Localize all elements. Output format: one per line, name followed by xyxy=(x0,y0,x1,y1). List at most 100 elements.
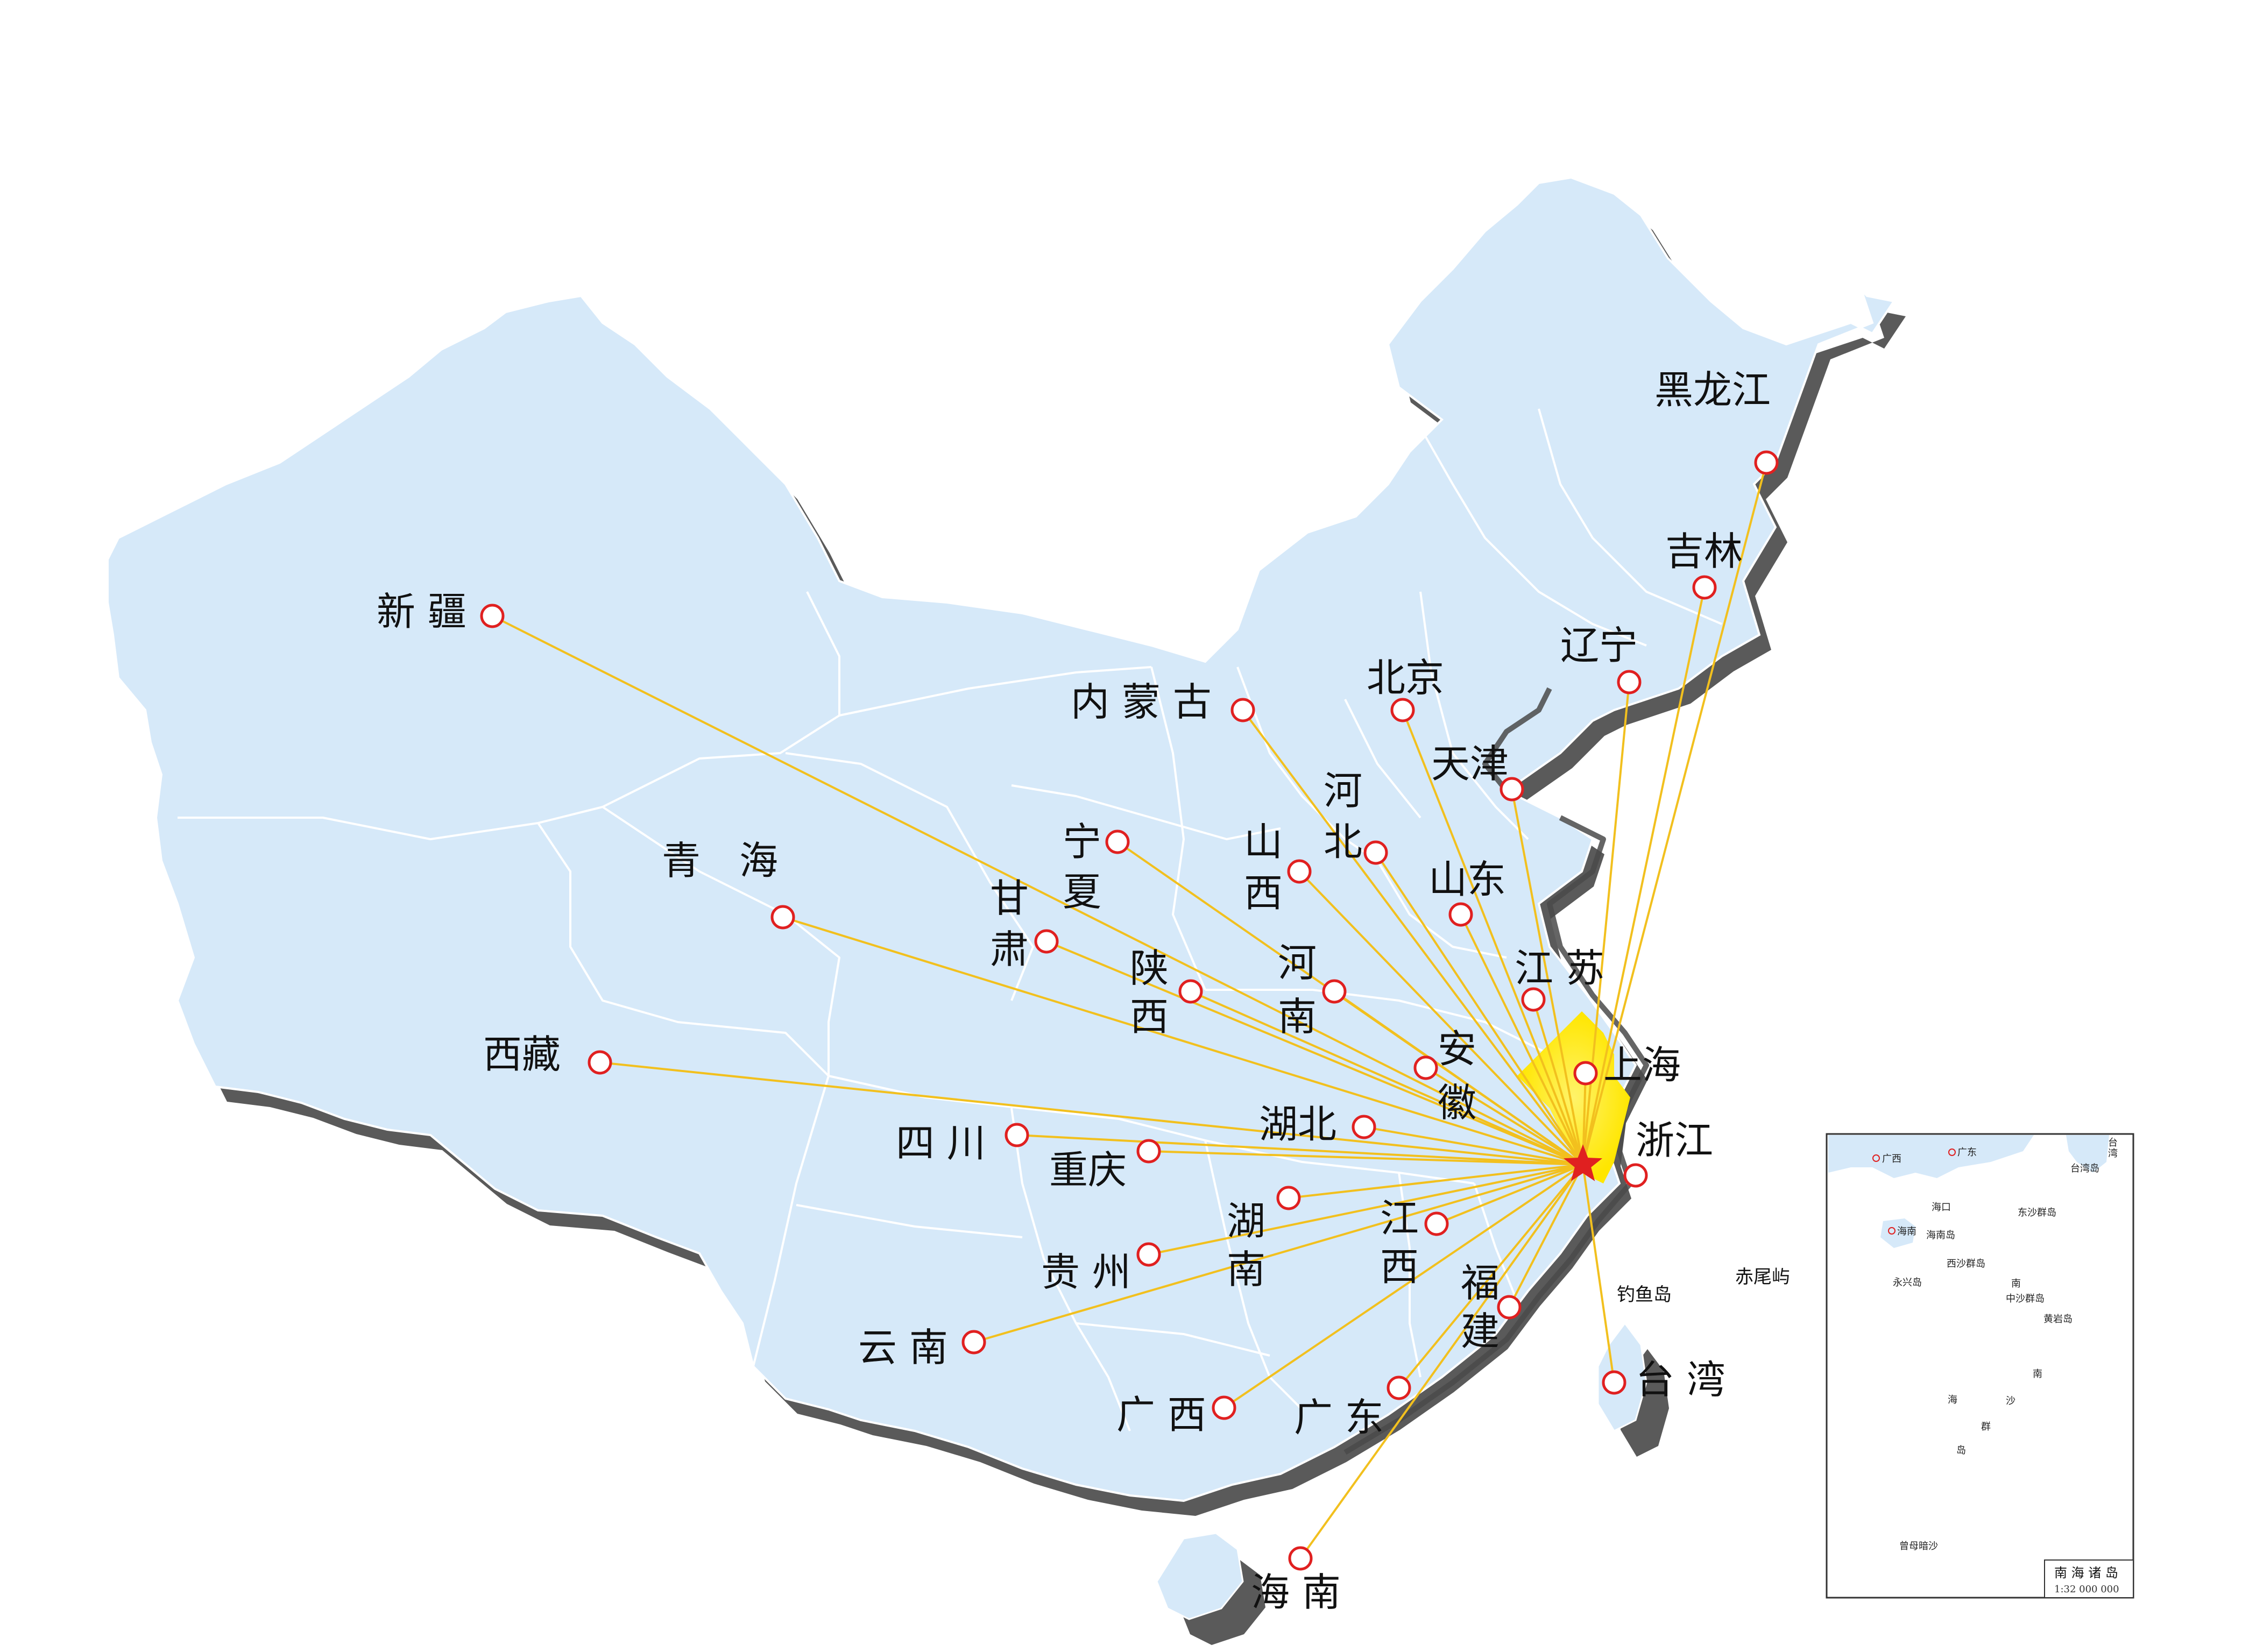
inset-haikou: 海口 xyxy=(1932,1202,1951,1213)
inset-zengmu: 曾母暗沙 xyxy=(1899,1541,1938,1552)
label-hunan: 湖南 xyxy=(1227,1199,1265,1292)
route-shanxi xyxy=(1298,870,1584,1166)
marker-hainan xyxy=(1288,1546,1313,1571)
route-hunan xyxy=(1288,1164,1583,1199)
label-heilongjiang: 黑龙江 xyxy=(1654,367,1771,413)
route-tianjin xyxy=(1511,789,1584,1165)
label-hainan: 海 南 xyxy=(1251,1570,1341,1615)
route-taiwan xyxy=(1582,1164,1615,1383)
label-shanghai: 上海 xyxy=(1603,1043,1681,1088)
label-jiangsu: 江 苏 xyxy=(1515,946,1604,991)
svg-text:南: 南 xyxy=(1227,1247,1265,1292)
route-heilongjiang xyxy=(1582,462,1767,1165)
marker-yunnan xyxy=(961,1330,986,1355)
inset-guangdong: 广东 xyxy=(1957,1147,1977,1158)
route-beijing xyxy=(1402,710,1584,1165)
svg-text:宁: 宁 xyxy=(1063,819,1101,864)
marker-guangxi xyxy=(1212,1395,1236,1420)
svg-text:北: 北 xyxy=(1324,819,1362,864)
label-chiwei: 赤尾屿 xyxy=(1735,1266,1790,1288)
inset-nan: 南 xyxy=(2011,1278,2021,1289)
marker-xizang xyxy=(588,1050,612,1075)
route-yunnan xyxy=(973,1164,1583,1343)
label-sichuan: 四 川 xyxy=(896,1121,986,1166)
label-shanxi: 山西 xyxy=(1244,819,1283,916)
marker-qinghai xyxy=(770,905,795,930)
marker-gansu xyxy=(1034,929,1059,954)
inset-dongsha: 东沙群岛 xyxy=(2018,1207,2056,1218)
label-yunnan: 云 南 xyxy=(858,1325,948,1370)
route-chongqing xyxy=(1148,1150,1583,1166)
label-diaoyu: 钓鱼岛 xyxy=(1617,1284,1672,1306)
inset-taiwan: 台湾 xyxy=(2108,1137,2118,1159)
inset-huangyan: 黄岩岛 xyxy=(2043,1314,2073,1325)
label-neimenggu: 内 蒙 古 xyxy=(1071,679,1212,725)
route-liaoning xyxy=(1582,682,1630,1165)
route-jilin xyxy=(1582,587,1706,1165)
svg-text:夏: 夏 xyxy=(1063,869,1101,914)
marker-hubei xyxy=(1352,1115,1376,1139)
svg-text:西: 西 xyxy=(1244,870,1283,916)
label-shaanxi: 陕西 xyxy=(1130,946,1169,1039)
route-guizhou xyxy=(1148,1164,1583,1256)
route-guangdong xyxy=(1398,1164,1584,1389)
routes xyxy=(492,462,1767,1559)
svg-text:台: 台 xyxy=(2108,1137,2118,1148)
svg-text:湾: 湾 xyxy=(2108,1148,2118,1159)
marker-ningxia xyxy=(1105,829,1130,854)
svg-text:河: 河 xyxy=(1324,768,1362,813)
province-labels: 新 疆 青 海 西藏 甘肃 宁夏 内 蒙 古 北京 天津 河北 山西 山东 陕西… xyxy=(377,367,1790,1615)
marker-jiangsu xyxy=(1521,987,1546,1012)
label-jilin: 吉林 xyxy=(1665,529,1743,574)
marker-tianjin xyxy=(1500,777,1524,802)
marker-guizhou xyxy=(1136,1242,1161,1267)
svg-text:建: 建 xyxy=(1461,1309,1500,1354)
svg-text:徽: 徽 xyxy=(1438,1080,1476,1125)
label-chongqing: 重庆 xyxy=(1049,1147,1127,1193)
label-qinghai: 青 海 xyxy=(662,838,778,883)
inset-guangxi: 广西 xyxy=(1882,1153,1901,1165)
inset-title: 南 海 诸 岛 xyxy=(2054,1565,2118,1580)
label-henan: 河南 xyxy=(1278,940,1317,1039)
inset-hainan: 海南 xyxy=(1897,1226,1916,1237)
label-shandong: 山东 xyxy=(1428,857,1506,902)
route-neimenggu xyxy=(1242,709,1584,1166)
marker-shanghai xyxy=(1573,1061,1598,1086)
inset-yongxing: 永兴岛 xyxy=(1893,1277,1922,1288)
marker-anhui xyxy=(1413,1055,1438,1080)
marker-hunan xyxy=(1276,1186,1301,1210)
svg-text:湖: 湖 xyxy=(1227,1199,1265,1244)
marker-sichuan xyxy=(1005,1123,1029,1147)
marker-guangdong xyxy=(1387,1376,1411,1400)
route-anhui xyxy=(1425,1067,1584,1166)
label-beijing: 北京 xyxy=(1367,655,1444,700)
route-shaanxi xyxy=(1190,990,1583,1166)
inset-sea-1: 南 xyxy=(2033,1369,2042,1380)
svg-text:南: 南 xyxy=(1278,994,1317,1039)
label-tianjin: 天津 xyxy=(1431,741,1509,786)
marker-xinjiang xyxy=(480,604,505,628)
route-jiangxi xyxy=(1436,1164,1583,1225)
label-guangxi: 广 西 xyxy=(1116,1392,1206,1437)
route-sichuan xyxy=(1016,1134,1583,1166)
svg-text:甘: 甘 xyxy=(990,876,1029,921)
marker-jiangxi xyxy=(1424,1211,1449,1236)
label-zhejiang: 浙江 xyxy=(1636,1118,1713,1163)
marker-fujian xyxy=(1497,1295,1522,1320)
marker-shaanxi xyxy=(1178,979,1203,1004)
svg-text:肃: 肃 xyxy=(990,927,1029,972)
route-jiangsu xyxy=(1532,999,1584,1165)
marker-jilin xyxy=(1692,575,1717,600)
hainan-island xyxy=(1156,1532,1244,1620)
marker-neimenggu xyxy=(1230,698,1255,722)
label-jiangxi: 江西 xyxy=(1380,1196,1419,1289)
mainland xyxy=(107,176,1896,1620)
inset-nansha-3: 岛 xyxy=(1956,1445,1966,1456)
svg-text:安: 安 xyxy=(1438,1026,1476,1072)
marker-henan xyxy=(1322,979,1347,1004)
marker-chongqing xyxy=(1136,1139,1161,1164)
route-hubei xyxy=(1363,1126,1583,1166)
svg-text:江: 江 xyxy=(1380,1196,1419,1241)
svg-text:西: 西 xyxy=(1130,994,1169,1039)
